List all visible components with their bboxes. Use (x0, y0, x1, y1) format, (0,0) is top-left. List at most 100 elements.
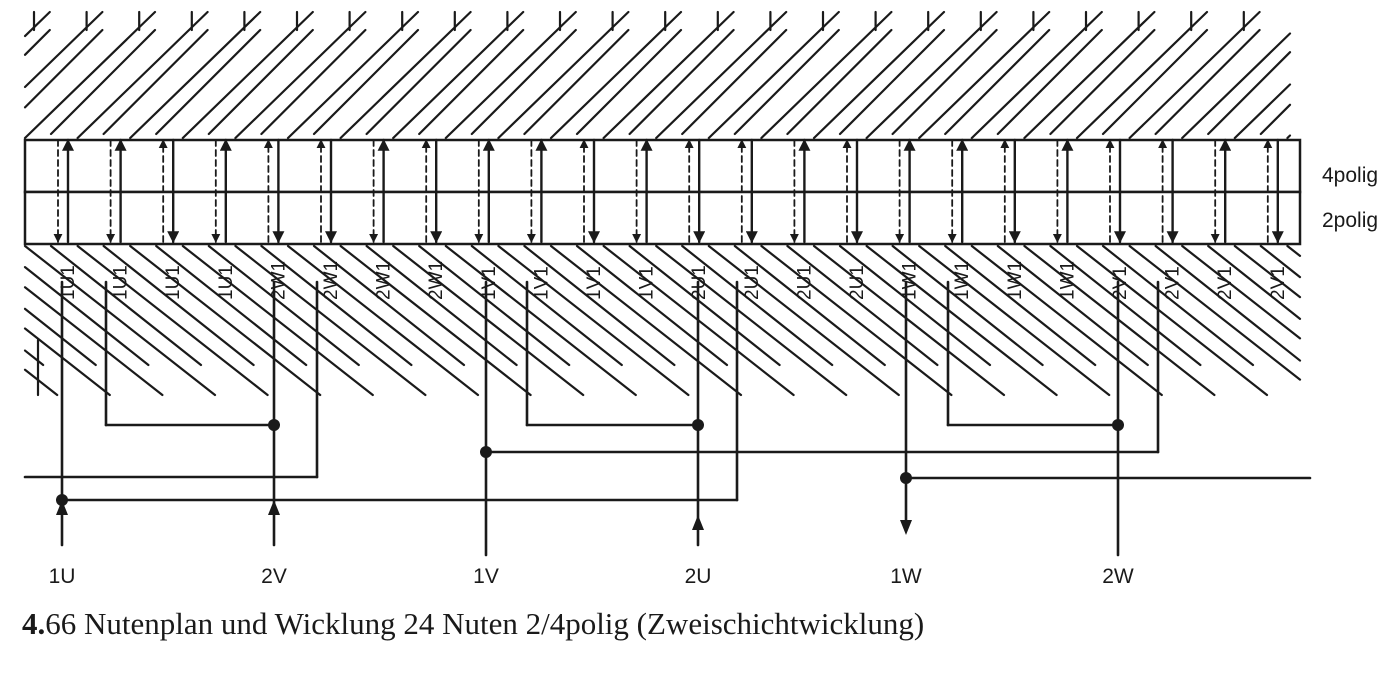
coil-label: 2W1 (426, 261, 447, 300)
lower-coil-end-line (392, 244, 585, 397)
lower-coil-end-line (575, 244, 729, 367)
upper-coil-end-line (23, 10, 157, 140)
upper-coil-end-line (497, 10, 630, 140)
lower-coil-end-line (23, 286, 164, 397)
coil-label: 1W1 (1057, 261, 1078, 300)
lower-coil-end-line (1181, 244, 1302, 340)
terminal-arrow-1W (900, 520, 912, 535)
upper-coil-end-line (1181, 32, 1292, 140)
lower-coil-end-line (891, 244, 1044, 367)
lower-coil-end-line (286, 244, 480, 397)
lower-coil-end-line (1259, 244, 1302, 279)
lower-coil-end-line (207, 244, 360, 367)
upper-coil-end-line (655, 10, 788, 140)
upper-coil-end-line (1101, 28, 1209, 136)
upper-coil-end-line (707, 10, 840, 140)
upper-coil-end-line (181, 10, 314, 140)
upper-coil-end-line (786, 28, 893, 136)
slot-current-arrows (53, 138, 1284, 244)
lower-coil-end-line (23, 349, 45, 367)
terminal-label-1U: 1U (49, 565, 76, 588)
lower-coil-end-line (1207, 244, 1302, 320)
coil-label: 2V1 (1268, 266, 1289, 300)
upper-coil-end-line (49, 28, 157, 136)
lower-coil-end-line (918, 244, 1111, 397)
terminal-label-2V: 2V (261, 565, 287, 588)
lower-coil-end-line (1233, 244, 1302, 299)
upper-coil-end-line (260, 28, 367, 136)
coil-label: 1W1 (900, 261, 921, 300)
terminal-arrow-2V (268, 500, 280, 515)
lower-coil-end-line (23, 368, 59, 397)
terminal-label-2W: 2W (1102, 565, 1134, 588)
lower-coil-end-line (418, 244, 571, 367)
lower-coil-end-line (49, 244, 203, 367)
upper-coil-end-line (392, 10, 525, 140)
upper-coil-end-line (444, 10, 577, 140)
coil-label: 1W1 (952, 261, 973, 300)
lower-coil-end-line (23, 307, 97, 367)
lower-coil-end-line (23, 244, 217, 397)
upper-coil-end-line (575, 28, 683, 136)
lower-coil-end-line (1049, 244, 1202, 367)
upper-coil-end-line (760, 10, 893, 140)
lower-coil-end-line (312, 244, 466, 367)
coil-label: 2V1 (1110, 266, 1131, 300)
lower-coil-end-line (181, 244, 374, 397)
coil-label: 2U1 (847, 265, 868, 300)
upper-coil-end-line (812, 10, 946, 140)
figure-number: 4. (22, 606, 46, 641)
upper-coil-end-line (339, 10, 472, 140)
upper-coil-end-line (838, 28, 946, 136)
lower-coil-end-line (339, 244, 532, 397)
upper-coil-end-line (470, 28, 577, 136)
upper-coil-end-line (549, 10, 683, 140)
upper-coil-end-line (365, 28, 472, 136)
coil-label: 1U1 (163, 265, 184, 300)
upper-coil-end-line (23, 10, 104, 89)
lower-coil-end-line (681, 244, 834, 367)
lower-coil-end-line (1128, 244, 1302, 381)
upper-coil-end-line (523, 28, 630, 136)
coil-label: 1V1 (584, 266, 605, 300)
lower-coil-end-line (234, 244, 427, 397)
lower-coil-end-line (1075, 244, 1269, 397)
upper-coil-end-line (628, 28, 735, 136)
lower-coil-end-line (260, 244, 413, 367)
lower-coil-end-line (1154, 244, 1302, 362)
terminal-label-1W: 1W (890, 565, 922, 588)
upper-coil-end-line (1023, 10, 1156, 140)
lower-coil-end-line (523, 244, 676, 367)
upper-coil-end-line (207, 28, 314, 136)
lower-coil-end-line (102, 244, 255, 367)
lower-coil-end-line (497, 244, 690, 397)
upper-coil-end-line (286, 10, 420, 140)
upper-coil-end-line (681, 28, 788, 136)
upper-coil-end-line (733, 28, 840, 136)
lower-winding-hatch (23, 244, 1302, 397)
coil-label: 1V1 (479, 266, 500, 300)
coil-label: 2W1 (321, 261, 342, 300)
upper-coil-end-line (970, 10, 1103, 140)
lower-coil-end-line (760, 244, 953, 397)
lower-coil-end-line (1101, 244, 1255, 367)
lower-coil-end-line (549, 244, 743, 397)
slot-band-2polig (23, 190, 1302, 246)
lower-coil-end-line (23, 266, 150, 367)
upper-coil-end-line (918, 10, 1051, 140)
lower-coil-end-line (996, 244, 1149, 367)
terminal-label-1V: 1V (473, 565, 499, 588)
slot-band-4polig (23, 138, 1302, 194)
pole-label-4polig: 4polig (1322, 164, 1378, 187)
upper-coil-end-line (996, 28, 1103, 136)
coil-label: 2U1 (742, 265, 763, 300)
upper-coil-end-line (1259, 103, 1292, 136)
lower-coil-end-line (365, 244, 518, 367)
upper-coil-end-line (1075, 10, 1209, 140)
lower-coil-end-line (838, 244, 992, 367)
lower-coil-end-line (944, 244, 1097, 367)
lower-coil-end-line (865, 244, 1058, 397)
lower-coil-end-line (628, 244, 781, 367)
upper-coil-end-line (1286, 134, 1292, 140)
